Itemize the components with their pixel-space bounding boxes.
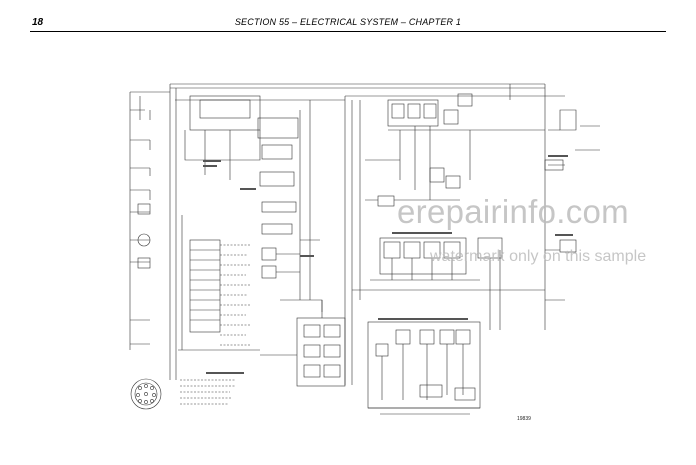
top-harness bbox=[130, 83, 565, 101]
round-connector bbox=[130, 378, 162, 410]
relay-block-top bbox=[189, 95, 261, 131]
connector-table bbox=[189, 239, 221, 333]
relay-cluster-right bbox=[387, 99, 439, 127]
module-row bbox=[379, 237, 467, 275]
header-rule bbox=[30, 31, 666, 32]
page-number: 18 bbox=[32, 17, 44, 28]
section-title: SECTION 55 – ELECTRICAL SYSTEM – CHAPTER… bbox=[234, 17, 462, 27]
fuse-block-top bbox=[199, 99, 251, 119]
watermark-sub: watermark only on this sample bbox=[430, 248, 647, 265]
figure-id: 19839 bbox=[517, 416, 531, 422]
left-column-harness bbox=[129, 84, 177, 380]
connector-middle bbox=[261, 247, 277, 261]
relay-cluster bbox=[257, 117, 299, 139]
watermark-main: erepairinfo.com bbox=[397, 193, 629, 230]
